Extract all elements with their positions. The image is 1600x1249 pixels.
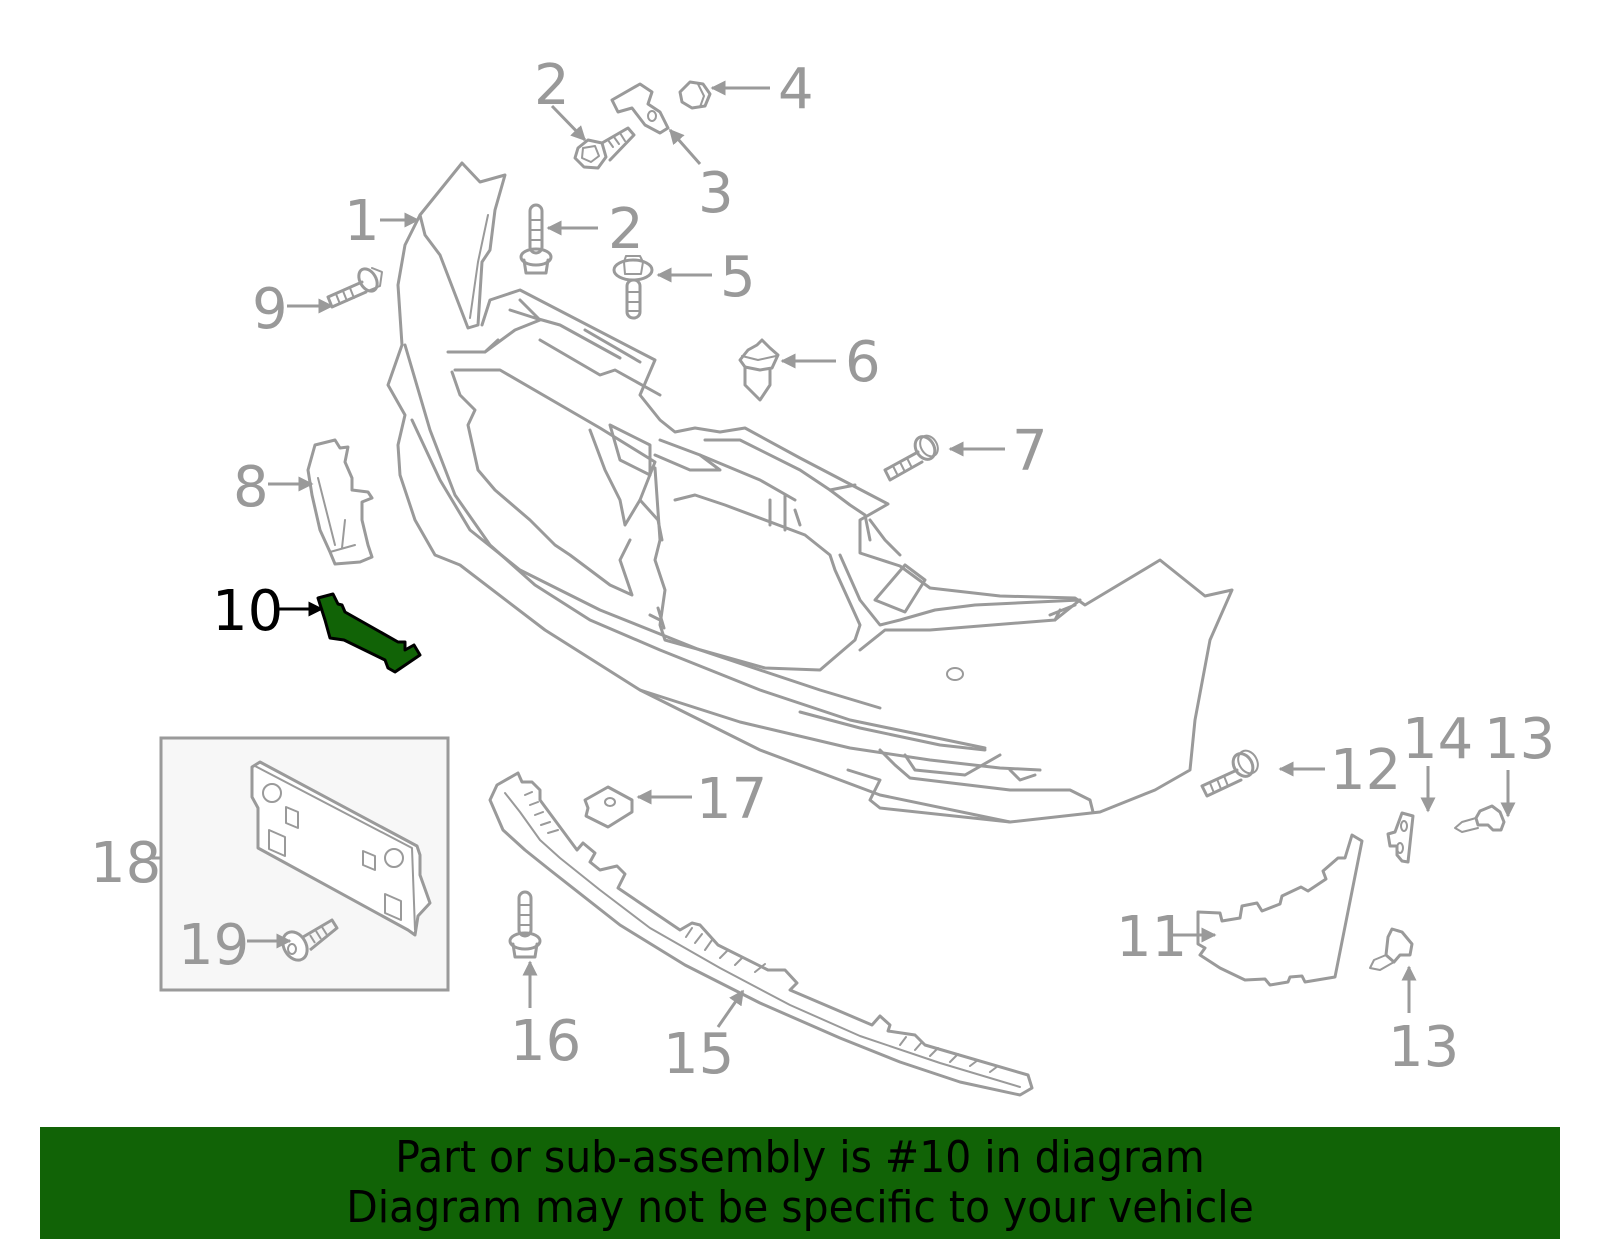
callout-2-upper: 2 [534, 53, 570, 118]
callout-6: 6 [845, 330, 881, 395]
bolt-part-5 [612, 255, 654, 320]
part-info-banner: Part or sub-assembly is #10 in diagram D… [40, 1127, 1560, 1239]
callout-15: 15 [663, 1022, 735, 1087]
callout-10: 10 [212, 579, 284, 644]
bracket-part-8 [306, 438, 374, 566]
leader-2a [550, 104, 587, 142]
banner-line-part-number: Part or sub-assembly is #10 in diagram [395, 1132, 1205, 1183]
bolt-part-9 [326, 267, 383, 309]
valance-strip-part-15 [488, 771, 1034, 1097]
callout-5: 5 [720, 245, 756, 310]
banner-line-disclaimer: Diagram may not be specific to your vehi… [346, 1182, 1254, 1233]
bolt-part-12 [1200, 749, 1259, 798]
clip-part-6 [738, 338, 780, 402]
callout-17: 17 [696, 767, 768, 832]
nut-part-4 [678, 80, 712, 110]
callout-16: 16 [510, 1009, 582, 1074]
bolt-part-2-upper [573, 126, 636, 170]
callout-11: 11 [1116, 905, 1188, 970]
callout-19: 19 [178, 913, 250, 978]
callout-13-upper: 13 [1484, 707, 1556, 772]
highlighted-part-10 [316, 592, 422, 674]
bracket-part-3 [610, 82, 670, 135]
clip-part-13-lower [1369, 927, 1414, 971]
clip-part-13-upper [1454, 804, 1506, 833]
callout-3: 3 [698, 161, 734, 226]
bolt-part-7 [883, 434, 939, 482]
callout-18: 18 [90, 831, 162, 896]
bracket-part-14 [1386, 811, 1415, 864]
callout-13-lower: 13 [1388, 1015, 1460, 1080]
bolt-part-2-lower [519, 203, 553, 275]
callout-12: 12 [1330, 738, 1402, 803]
callout-8: 8 [233, 455, 269, 520]
nut-clip-part-17 [583, 785, 634, 829]
inset-license-bracket [152, 736, 450, 992]
callout-4: 4 [778, 57, 814, 122]
callout-2-lower: 2 [608, 197, 644, 262]
deflector-part-11 [1196, 833, 1364, 987]
bolt-part-16 [508, 890, 542, 959]
leader-15 [716, 989, 745, 1028]
callout-9: 9 [252, 277, 288, 342]
callout-7: 7 [1012, 419, 1048, 484]
callout-14: 14 [1402, 707, 1474, 772]
callout-1: 1 [344, 189, 380, 254]
leader-3 [668, 128, 702, 165]
bumper-cover-part-1 [386, 161, 1234, 824]
